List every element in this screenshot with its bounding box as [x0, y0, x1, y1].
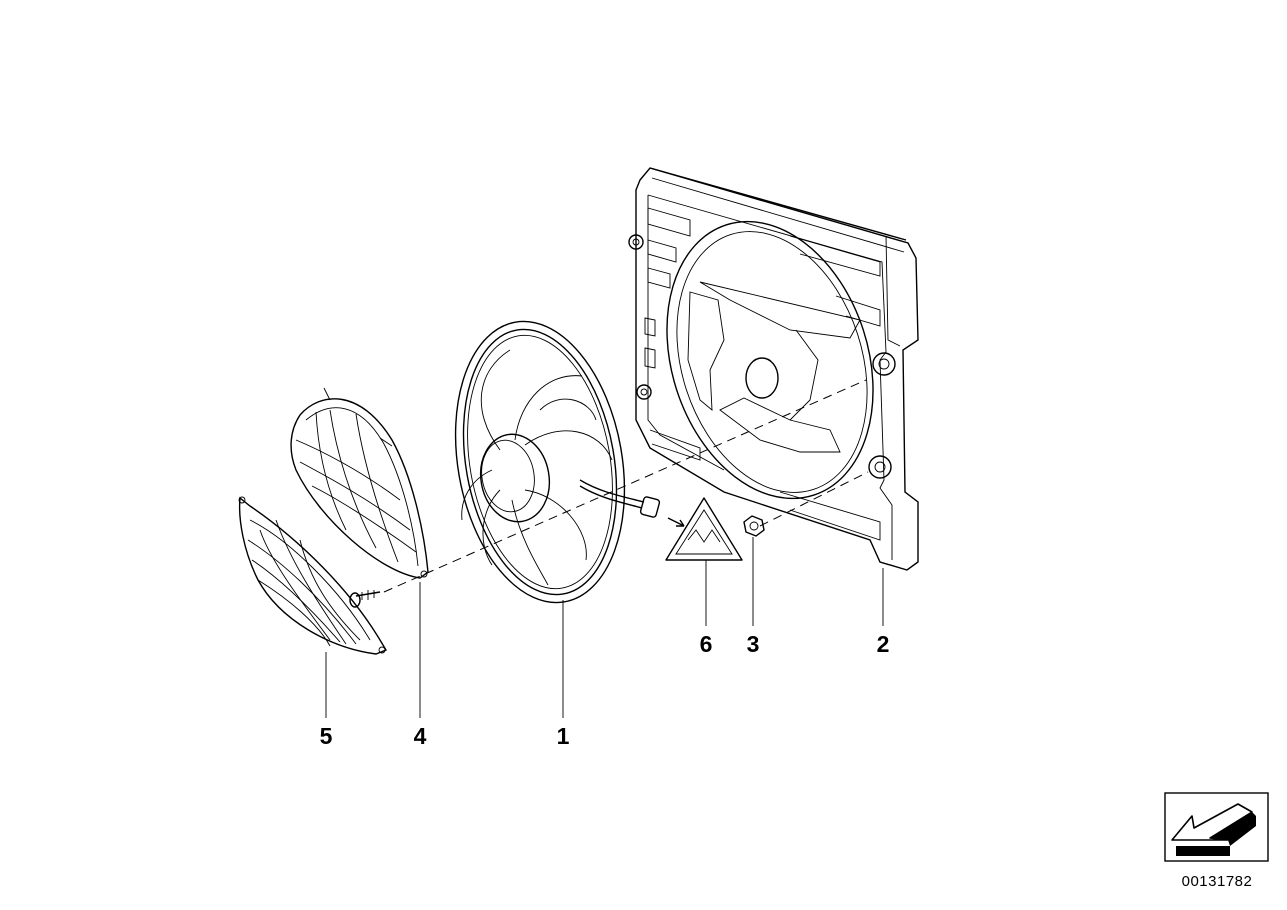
fan-with-motor-icon: [454, 320, 661, 604]
fan-guard-icon: [290, 387, 429, 579]
fan-guard-cover-icon: [238, 496, 388, 655]
screw-icon: [349, 590, 381, 608]
orientation-box: [1164, 792, 1269, 862]
callout-3: 3: [747, 631, 760, 657]
fan-shroud-icon: [628, 167, 919, 571]
callout-2: 2: [877, 631, 890, 657]
callout-4: 4: [414, 723, 427, 749]
leader-lines: [325, 537, 884, 718]
callout-1: 1: [557, 723, 570, 749]
callout-5: 5: [320, 723, 333, 749]
reference-number: 00131782: [1182, 873, 1253, 890]
callout-6: 6: [700, 631, 713, 657]
warning-label-icon: [665, 497, 743, 561]
arrow-left-down-icon: [1171, 803, 1256, 856]
assembly-lines: [383, 379, 869, 593]
hex-nut-icon: [743, 515, 765, 537]
